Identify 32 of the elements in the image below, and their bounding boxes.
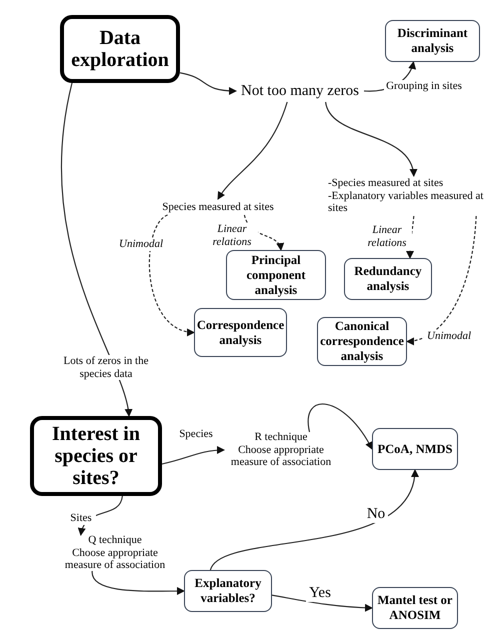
- condition-text: Choose appropriate measure of association: [230, 444, 332, 469]
- arrow: [210, 469, 418, 570]
- process-box: Explanatory variables?: [184, 570, 272, 612]
- condition-text: -Species measured at sites: [328, 177, 444, 190]
- condition-text: Species measured at sites: [162, 200, 274, 214]
- arrow: [162, 446, 225, 465]
- arrow: [406, 216, 477, 345]
- decision-box: Data exploration: [60, 15, 180, 83]
- condition-text: Choose appropriate measure of association: [64, 546, 166, 572]
- decision-box: Interest in species or sites?: [30, 416, 162, 496]
- process-box: Principal component analysis: [226, 250, 326, 300]
- process-box: Mantel test or ANOSIM: [372, 587, 458, 629]
- arrow: [92, 570, 185, 596]
- arrow: [217, 102, 288, 200]
- arrow: [148, 214, 195, 336]
- process-box: Discriminant analysis: [385, 20, 480, 62]
- arrow: [308, 404, 372, 450]
- condition-text: R technique: [254, 431, 308, 444]
- condition-text: -Explanatory variables measured at sites: [328, 190, 484, 215]
- arrow: [180, 72, 237, 95]
- edge-label: Grouping in sites: [384, 80, 464, 93]
- arrow: [244, 214, 284, 251]
- arrow: [272, 594, 373, 612]
- arrow: [60, 82, 132, 417]
- process-box: Canonical correspondence analysis: [317, 317, 407, 366]
- process-box: Correspondence analysis: [194, 308, 287, 357]
- process-box: Redundancy analysis: [344, 258, 432, 300]
- arrow: [325, 102, 416, 177]
- condition-text: Not too many zeros: [241, 82, 359, 101]
- condition-text: Q technique: [88, 534, 142, 547]
- edge-label: No: [364, 506, 388, 524]
- process-box: PCoA, NMDS: [372, 428, 458, 470]
